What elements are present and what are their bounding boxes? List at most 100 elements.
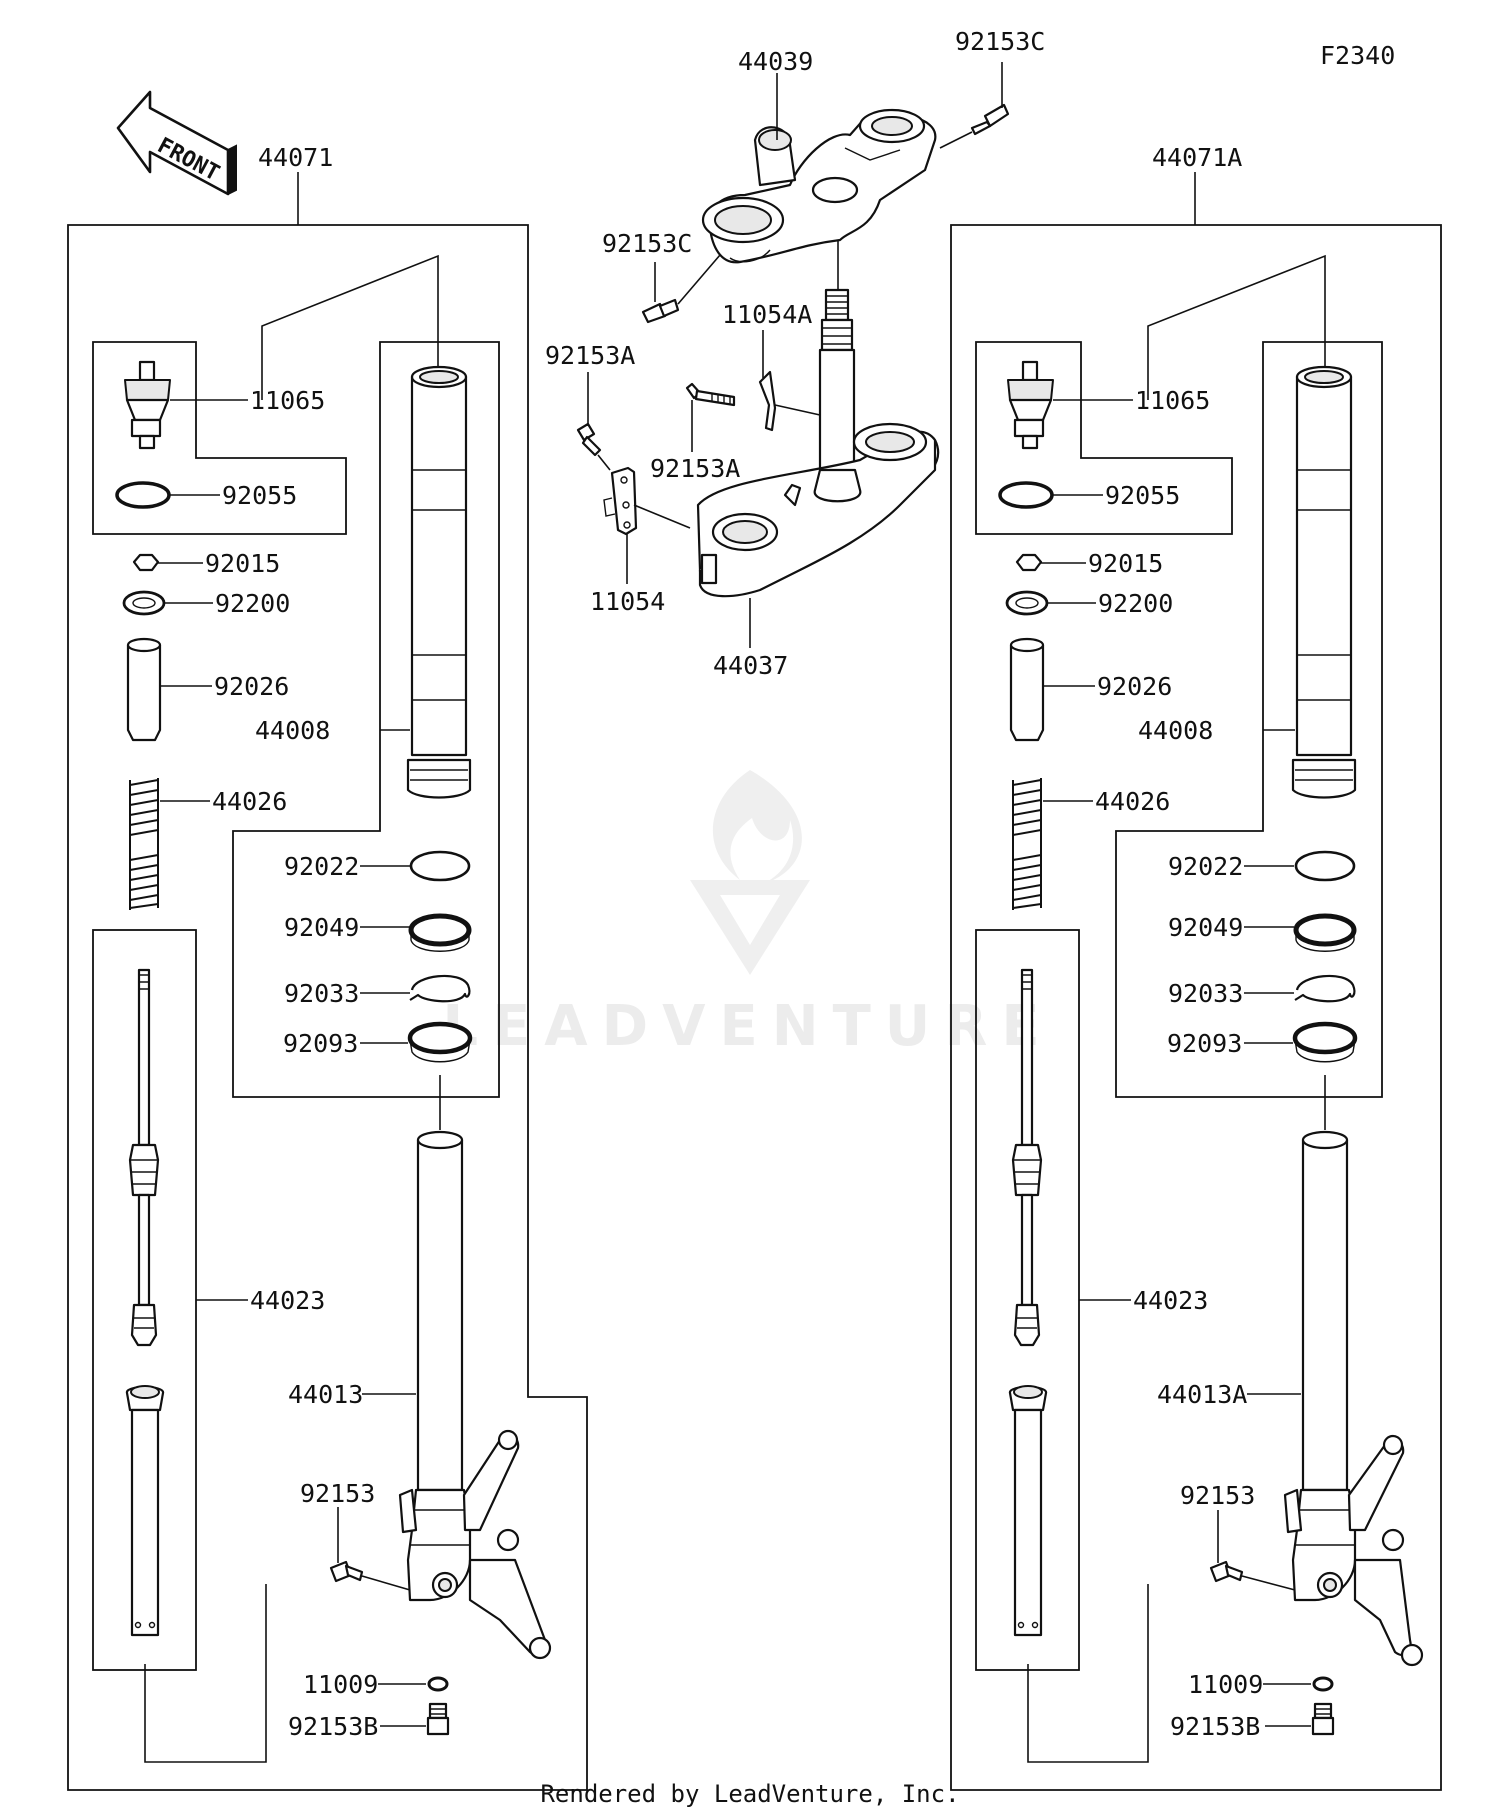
label-92033-left: 92033 xyxy=(284,979,359,1008)
label-44008-left: 44008 xyxy=(255,716,330,745)
clamp-11054a[interactable] xyxy=(758,370,777,432)
left-bottom-bolt[interactable] xyxy=(426,1702,450,1736)
right-fork-assembly: 44071A 11065 92055 92015 92200 92026 xyxy=(950,143,1442,1791)
left-spring[interactable] xyxy=(129,778,159,910)
label-92093-right: 92093 xyxy=(1167,1029,1242,1058)
label-92153c-left: 92153C xyxy=(602,229,692,258)
right-gasket[interactable] xyxy=(1312,1676,1334,1692)
label-44013a-right: 44013A xyxy=(1157,1380,1247,1409)
right-oil-seal[interactable] xyxy=(1293,913,1357,952)
right-adjuster[interactable] xyxy=(1007,360,1054,450)
right-ring[interactable] xyxy=(1294,850,1356,882)
left-spacer[interactable] xyxy=(126,637,162,742)
label-11065-left: 11065 xyxy=(250,386,325,415)
left-axle-bolt[interactable] xyxy=(329,1560,364,1583)
watermark-v-icon xyxy=(690,880,810,975)
left-adjuster[interactable] xyxy=(124,360,171,450)
label-92026-right: 92026 xyxy=(1097,672,1172,701)
left-outer-tube[interactable] xyxy=(398,1130,552,1660)
right-cap-box xyxy=(975,341,1233,535)
watermark: LEADVENTURE xyxy=(442,770,1053,1059)
label-44039: 44039 xyxy=(738,47,813,76)
label-92049-left: 92049 xyxy=(284,913,359,942)
label-44008-right: 44008 xyxy=(1138,716,1213,745)
right-washer[interactable] xyxy=(1005,590,1049,616)
label-44071a: 44071A xyxy=(1152,143,1242,172)
label-92015-right: 92015 xyxy=(1088,549,1163,578)
label-11065-right: 11065 xyxy=(1135,386,1210,415)
left-washer[interactable] xyxy=(122,590,166,616)
left-dust-seal[interactable] xyxy=(407,1021,473,1063)
label-92055-right: 92055 xyxy=(1105,481,1180,510)
label-92153b-right: 92153B xyxy=(1170,1712,1260,1741)
label-44026-right: 44026 xyxy=(1095,787,1170,816)
label-92153a-left: 92153A xyxy=(545,341,635,370)
left-cap-box xyxy=(92,341,347,535)
right-o-ring[interactable] xyxy=(998,481,1054,509)
left-gasket[interactable] xyxy=(427,1676,449,1692)
label-44023-left: 44023 xyxy=(250,1286,325,1315)
label-44037: 44037 xyxy=(713,651,788,680)
label-92015-left: 92015 xyxy=(205,549,280,578)
label-11054: 11054 xyxy=(590,587,665,616)
right-fork-outline xyxy=(950,224,1442,1791)
right-tube-box xyxy=(1115,341,1383,1098)
top-bracket[interactable] xyxy=(701,108,937,264)
left-tube-box xyxy=(232,341,500,1098)
bolt-92153a-left[interactable] xyxy=(576,422,602,457)
label-92026-left: 92026 xyxy=(214,672,289,701)
bolt-92153a-mid[interactable] xyxy=(685,382,736,407)
label-11009-left: 11009 xyxy=(303,1670,378,1699)
footer-credit: Rendered by LeadVenture, Inc. xyxy=(540,1780,959,1808)
front-arrow-icon: FRONT xyxy=(116,90,237,196)
label-92055-left: 92055 xyxy=(222,481,297,510)
label-11054a: 11054A xyxy=(722,300,812,329)
left-nut[interactable] xyxy=(132,553,160,572)
right-spring[interactable] xyxy=(1012,778,1042,910)
clamp-11054[interactable] xyxy=(603,466,638,536)
watermark-text: LEADVENTURE xyxy=(442,994,1053,1059)
right-spacer[interactable] xyxy=(1009,637,1045,742)
right-circlip[interactable] xyxy=(1294,974,1356,1003)
label-92153b-left: 92153B xyxy=(288,1712,378,1741)
label-44023-right: 44023 xyxy=(1133,1286,1208,1315)
label-92049-right: 92049 xyxy=(1168,913,1243,942)
left-o-ring[interactable] xyxy=(115,481,171,509)
right-nut[interactable] xyxy=(1015,553,1043,572)
watermark-flame-icon xyxy=(712,770,802,885)
right-cartridge[interactable] xyxy=(1011,968,1043,1347)
stem-bracket[interactable] xyxy=(696,288,940,598)
left-cylinder[interactable] xyxy=(125,1385,165,1637)
label-44013-left: 44013 xyxy=(288,1380,363,1409)
label-44026-left: 44026 xyxy=(212,787,287,816)
left-oil-seal[interactable] xyxy=(408,913,472,952)
right-inner-tube[interactable] xyxy=(1291,365,1357,799)
label-92022-right: 92022 xyxy=(1168,852,1243,881)
label-92200-right: 92200 xyxy=(1098,589,1173,618)
left-fork-outline xyxy=(67,224,588,1791)
right-bottom-bolt[interactable] xyxy=(1311,1702,1335,1736)
label-92153-left: 92153 xyxy=(300,1479,375,1508)
label-92093-left: 92093 xyxy=(283,1029,358,1058)
left-circlip[interactable] xyxy=(409,974,471,1003)
left-fork-assembly: 44071 11065 92055 92015 92200 xyxy=(67,143,588,1791)
label-92153a-mid: 92153A xyxy=(650,454,740,483)
right-cylinder[interactable] xyxy=(1008,1385,1048,1637)
label-92153c-right: 92153C xyxy=(955,27,1045,56)
label-92033-right: 92033 xyxy=(1168,979,1243,1008)
right-outer-tube[interactable] xyxy=(1283,1130,1424,1667)
label-11009-right: 11009 xyxy=(1188,1670,1263,1699)
label-92022-left: 92022 xyxy=(284,852,359,881)
label-92153-right: 92153 xyxy=(1180,1481,1255,1510)
figure-code: F2340 xyxy=(1320,41,1395,70)
bolt-92153c-right[interactable] xyxy=(970,103,1010,136)
left-cartridge[interactable] xyxy=(128,968,160,1347)
label-44071: 44071 xyxy=(258,143,333,172)
right-axle-bolt[interactable] xyxy=(1209,1560,1244,1583)
right-dust-seal[interactable] xyxy=(1292,1021,1358,1063)
left-inner-tube[interactable] xyxy=(406,365,472,799)
left-ring[interactable] xyxy=(409,850,471,882)
triple-clamp-group: 44039 92153C 92153C xyxy=(545,27,1045,680)
bolt-92153c-left[interactable] xyxy=(641,298,680,324)
